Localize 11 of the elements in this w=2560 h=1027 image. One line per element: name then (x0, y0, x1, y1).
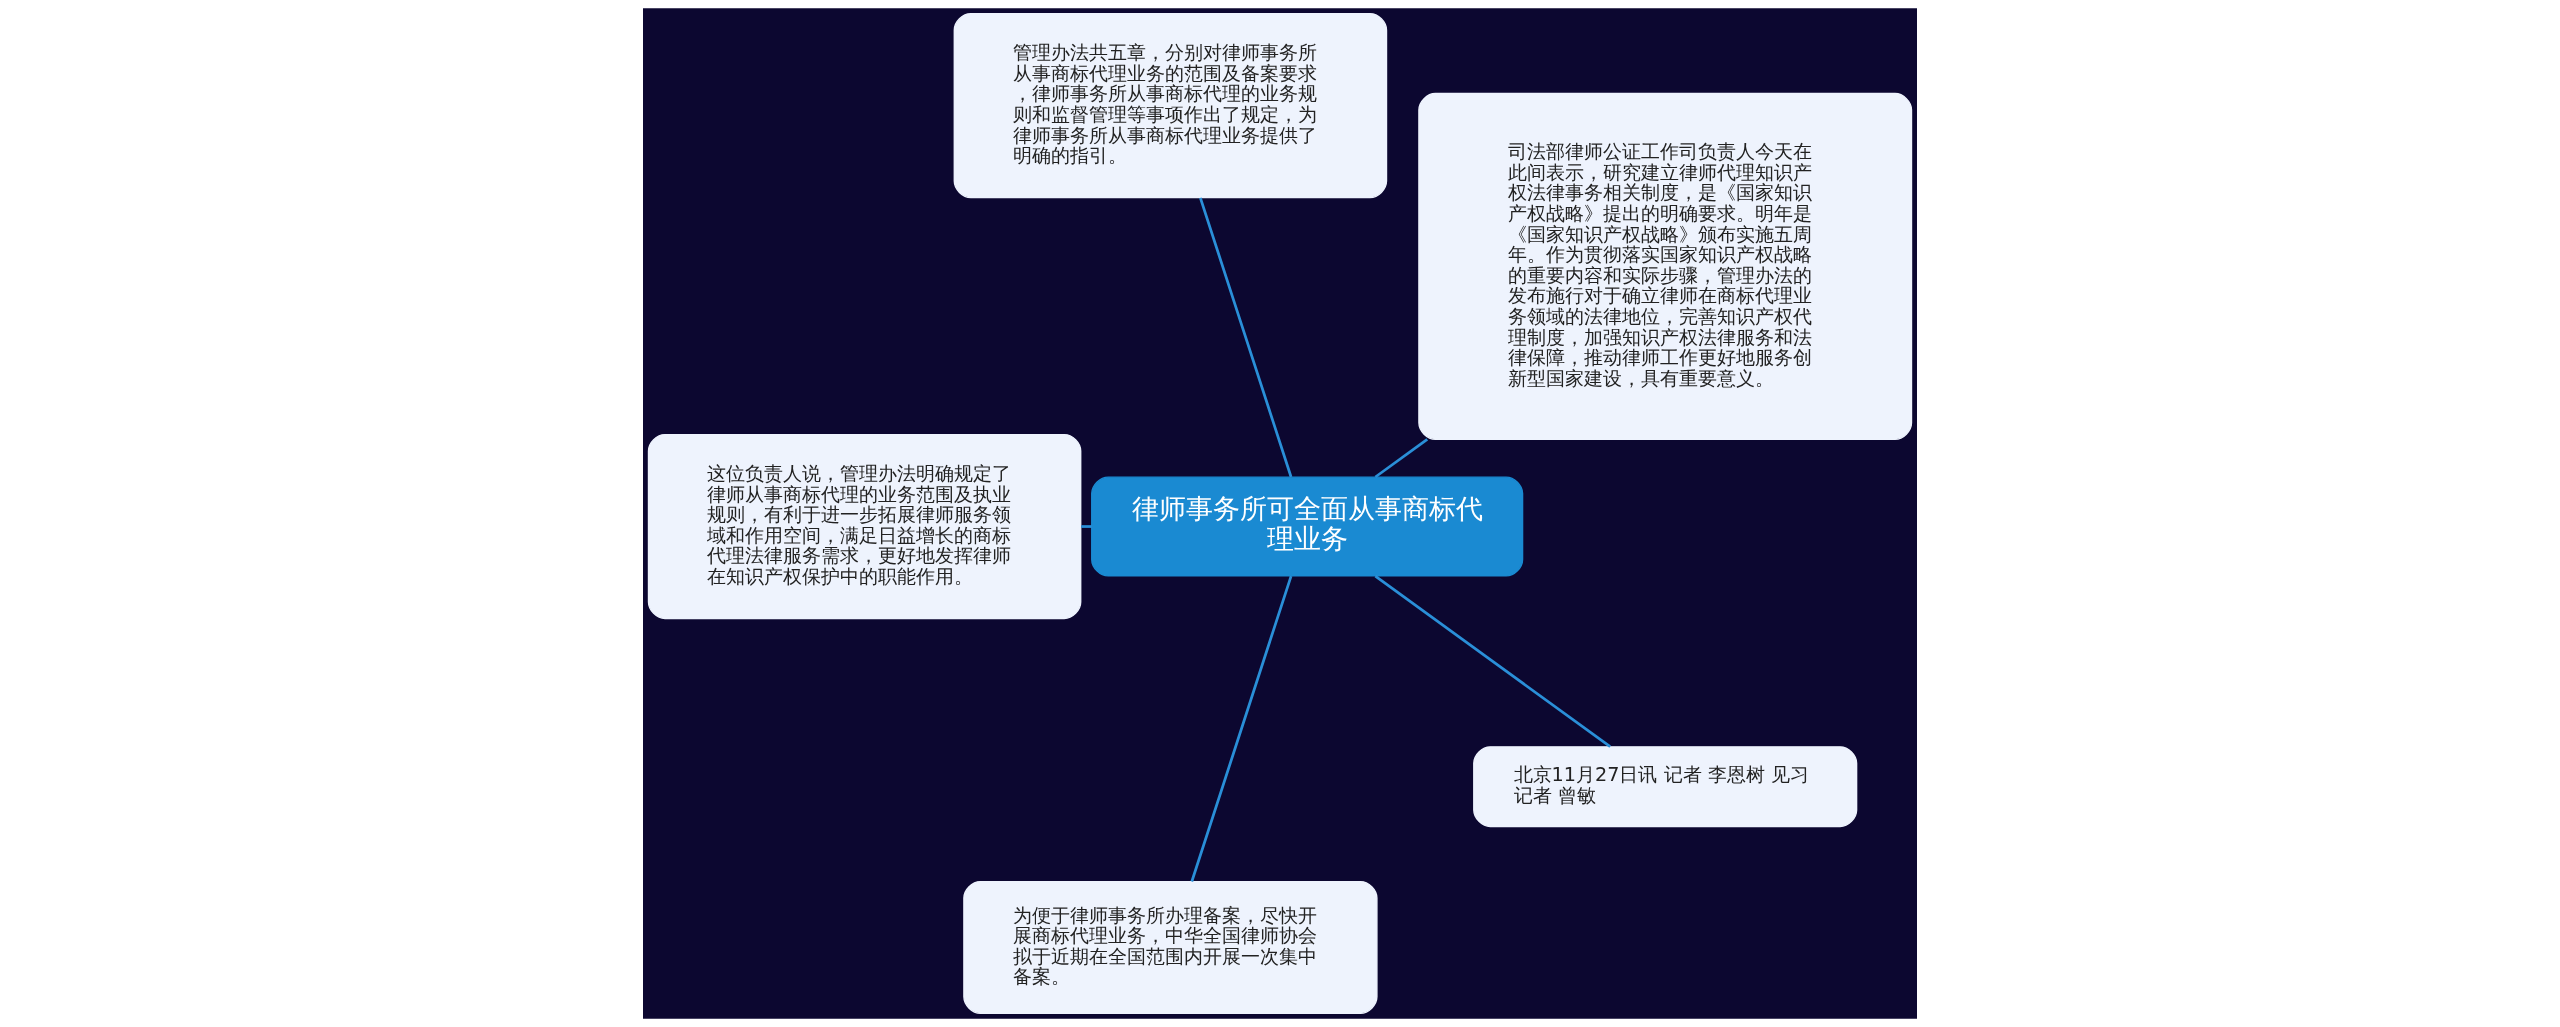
node-box: 为便于律师事务所办理备案，尽快开展商标代理业务，中华全国律师协会拟于近期在全国范围内开展一次集中备案。 (963, 880, 1378, 1014)
connector (1199, 197, 1293, 478)
node-box: 管理办法共五章，分别对律师事务所从事商标代理业务的范围及备案要求，律师事务所从事商标代理的业务规则和监督管理等事项作出了规定，为律师事务所从事商标代理业务提供了明确的指引。 (953, 13, 1388, 199)
node-box: 律师事务所可全面从事商标代理业务 (1091, 476, 1524, 577)
node-box: 司法部律师公证工作司负责人今天在此间表示，研究建立律师代理知识产权法律事务相关制度，是《国家知识产权战略》提出的明确要求。明年是《国家知识产权战略》颁布实施五周年。作为贯彻落实国家知识产权战略的重要内容和实际步骤，管理办法的发布施行对于确立律师在商标代理业务领域的法律地位，完善知识产权代理制度，加强知识产权法律服务和法律保障，推动律师工作更好地服务创新型国家建设，具有重要意义。 (1418, 92, 1913, 440)
connector (1374, 438, 1429, 479)
connector (1374, 574, 1611, 748)
node-box: 这位负责人说，管理办法明确规定了律师从事商标代理的业务范围及执业规则，有利于进一步拓展律师服务领域和作用空间，满足日益增长的商标代理法律服务需求，更好地发挥律师在知识产权保护中的职能作用。 (647, 433, 1082, 620)
node-box: 北京11月27日讯 记者 李恩树 见习记者 曾敏 (1473, 746, 1858, 828)
connector (1081, 525, 1092, 528)
connector (1190, 575, 1293, 882)
